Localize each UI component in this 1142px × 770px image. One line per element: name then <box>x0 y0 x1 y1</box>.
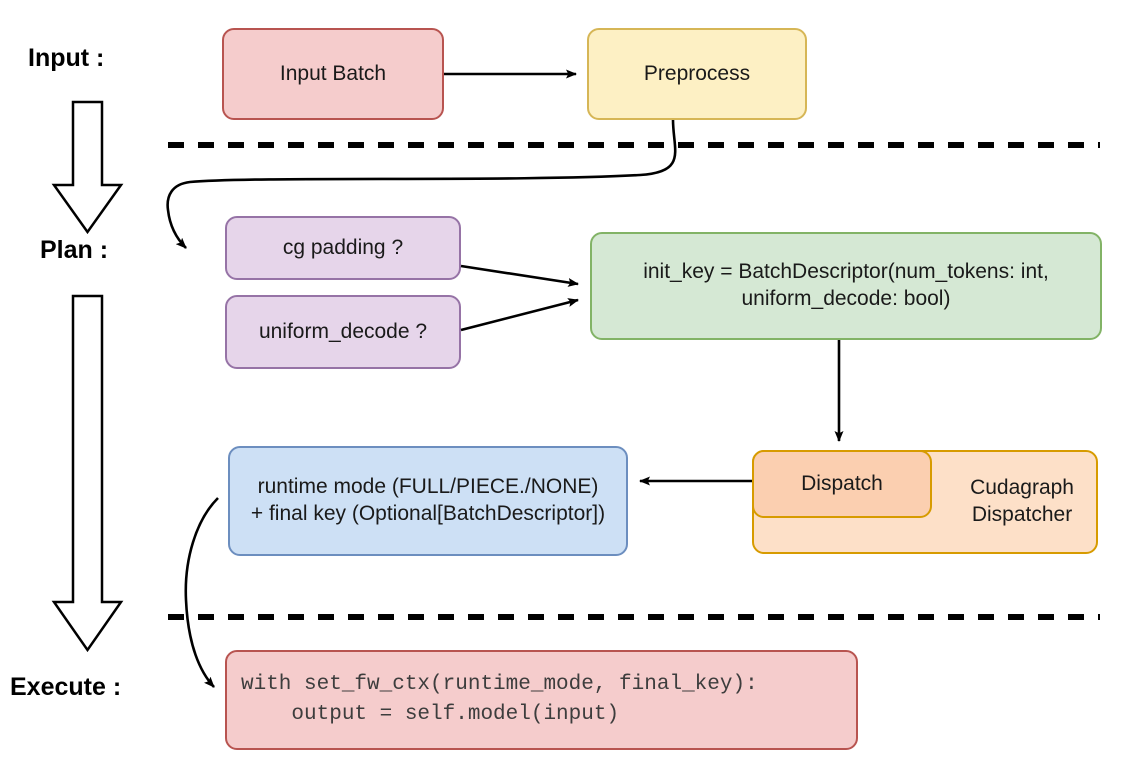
runtime-mode-line-1: runtime mode (FULL/PIECE./NONE) <box>257 475 599 499</box>
node-uniform-decode[interactable]: uniform_decode ? <box>225 295 461 369</box>
stage-label-execute: Execute : <box>10 673 122 701</box>
execute-code-line-1: with set_fw_ctx(runtime_mode, final_key)… <box>241 673 758 697</box>
node-preprocess[interactable]: Preprocess <box>587 28 807 120</box>
node-dispatch[interactable]: Dispatch <box>752 450 932 518</box>
execute-code-line-2: output = self.model(input) <box>241 703 620 726</box>
node-batch-descriptor[interactable]: init_key = BatchDescriptor(num_tokens: i… <box>590 232 1102 340</box>
arrow-uniform-decode-to-batch-descriptor <box>460 298 579 332</box>
arrow-cg-padding-to-batch-descriptor <box>460 264 579 287</box>
arrow-runtime-mode-to-execute-code <box>184 497 219 688</box>
batch-descriptor-line-2: uniform_decode: bool) <box>741 287 951 310</box>
cudagraph-dispatcher-line-2: Dispatcher <box>971 503 1073 526</box>
stage-label-input: Input : <box>28 44 105 72</box>
cudagraph-dispatcher-line-1: Cudagraph <box>970 476 1074 500</box>
node-execute-code[interactable]: with set_fw_ctx(runtime_mode, final_key)… <box>225 650 858 750</box>
input-to-plan-arrow <box>51 100 124 235</box>
runtime-mode-line-2: + final key (Optional[BatchDescriptor]) <box>250 502 606 525</box>
node-runtime-mode[interactable]: runtime mode (FULL/PIECE./NONE) + final … <box>228 446 628 556</box>
batch-descriptor-line-1: init_key = BatchDescriptor(num_tokens: i… <box>643 260 1049 284</box>
stage-label-plan: Plan : <box>40 236 109 264</box>
plan-to-execute-arrow <box>51 294 124 653</box>
node-input-batch[interactable]: Input Batch <box>222 28 444 120</box>
node-cg-padding[interactable]: cg padding ? <box>225 216 461 280</box>
